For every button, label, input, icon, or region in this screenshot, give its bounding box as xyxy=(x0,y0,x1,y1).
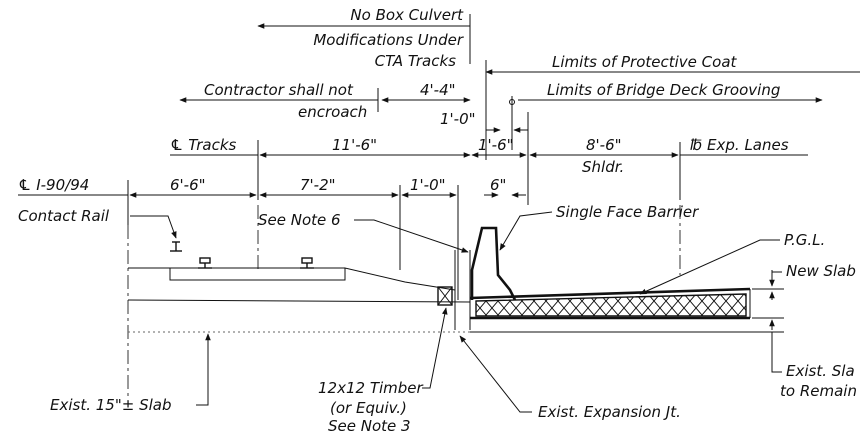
contact-rail-label: Contact Rail xyxy=(18,207,110,225)
contact-rail-leader xyxy=(130,215,177,239)
see-note-6-label: See Note 6 xyxy=(258,211,341,229)
running-rail-1 xyxy=(198,257,212,269)
timber-line3: See Note 3 xyxy=(328,417,411,433)
dim-1-6-label: 1'-6" xyxy=(478,136,514,154)
dim-1-0-top-label: 1'-0" xyxy=(440,110,476,128)
timber-block xyxy=(437,286,453,306)
single-face-barrier xyxy=(470,226,517,301)
shldr-label: Shldr. xyxy=(582,158,624,176)
new-slab-label: New Slab xyxy=(786,262,856,280)
limits-deck-grooving-label: Limits of Bridge Deck Grooving xyxy=(547,81,780,99)
exist-slab-line2: to Remain xyxy=(780,382,857,400)
exist-slab-line1: Exist. Sla xyxy=(786,362,855,380)
dim-6-label: 6" xyxy=(490,176,506,194)
no-box-culvert-line3: CTA Tracks xyxy=(375,52,457,70)
new-slab-hatch xyxy=(475,293,747,317)
contractor-line2: encroach xyxy=(298,103,367,121)
cl-i90-label: ℄ I-90/94 xyxy=(18,176,89,194)
dim-6-6-label: 6'-6" xyxy=(170,176,206,194)
exp-lanes-label: ℔ Exp. Lanes xyxy=(690,136,789,154)
exist-15-slab-label: Exist. 15"± Slab xyxy=(50,396,171,414)
exist-expansion-label: Exist. Expansion Jt. xyxy=(538,403,681,421)
dim-8-6-label: 8'-6" xyxy=(586,136,622,154)
contact-rail xyxy=(170,241,182,252)
note6-leader xyxy=(354,219,469,253)
timber-leader xyxy=(422,307,448,389)
cl-tracks-label: ℄ Tracks xyxy=(170,136,237,154)
pgl-label: P.G.L. xyxy=(784,231,825,249)
dim-1-0-low-label: 1'-0" xyxy=(410,176,446,194)
limits-protective-coat-label: Limits of Protective Coat xyxy=(552,53,738,71)
dim-4-4-label: 4'-4" xyxy=(420,81,456,99)
pgl-leader xyxy=(639,239,780,295)
running-rail-2 xyxy=(300,257,314,269)
exist-slab-leader xyxy=(196,333,211,406)
timber-line2: (or Equiv.) xyxy=(330,399,407,417)
dim-7-2-label: 7'-2" xyxy=(300,176,336,194)
single-face-barrier-label: Single Face Barrier xyxy=(556,203,699,221)
deck-top-pgl xyxy=(469,287,751,300)
dim-11-6-label: 11'-6" xyxy=(332,136,377,154)
barrier-leader xyxy=(499,211,553,251)
expansion-leader xyxy=(459,335,532,413)
no-box-culvert-line1: No Box Culvert xyxy=(350,6,464,24)
no-box-culvert-line2: Modifications Under xyxy=(313,31,463,49)
contractor-line1: Contractor shall not xyxy=(204,81,354,99)
timber-line1: 12x12 Timber xyxy=(318,379,424,397)
track-bed xyxy=(169,267,456,291)
